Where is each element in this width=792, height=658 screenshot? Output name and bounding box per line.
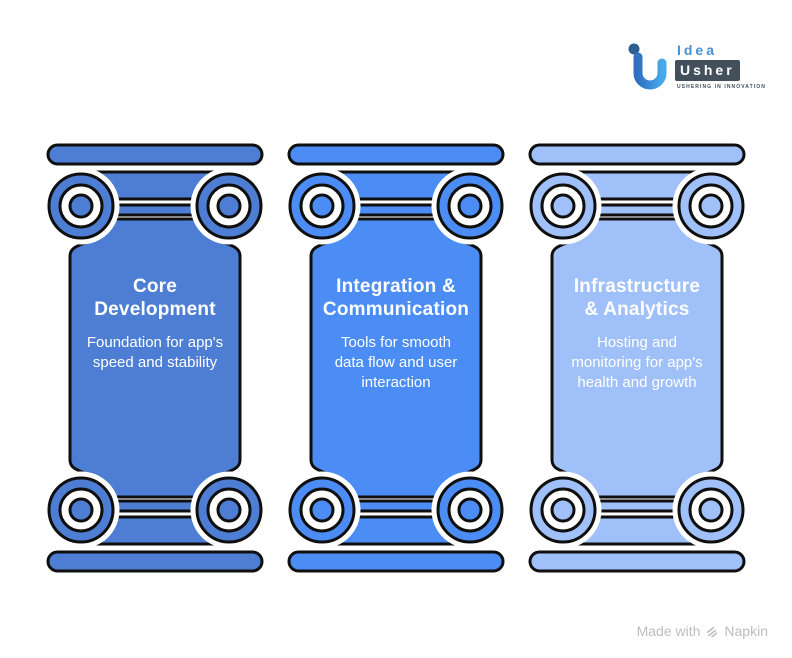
logo-tagline: USHERING IN INNOVATION: [676, 84, 766, 90]
made-with-napkin-credit: Made with Napkin: [637, 623, 768, 639]
pillar-graphic: [528, 143, 746, 573]
napkin-logo-icon: [707, 626, 718, 637]
pillar-graphic: [46, 143, 264, 573]
idea-usher-logo: Idea Usher USHERING IN INNOVATION: [625, 42, 766, 94]
pillar-core-development: Core Development Foundation for app's sp…: [46, 143, 264, 573]
pillar-infrastructure-analytics: Infrastructure & Analytics Hosting and m…: [528, 143, 746, 573]
logo-brand-idea: Idea: [676, 42, 717, 58]
idea-usher-u-icon: [628, 43, 667, 90]
pillar-graphic: [287, 143, 505, 573]
pillar-integration-communication: Integration & Communication Tools for sm…: [287, 143, 505, 573]
napkin-brand-label: Napkin: [724, 623, 768, 639]
logo-brand-usher: Usher: [674, 60, 740, 81]
made-with-label: Made with: [636, 623, 701, 639]
